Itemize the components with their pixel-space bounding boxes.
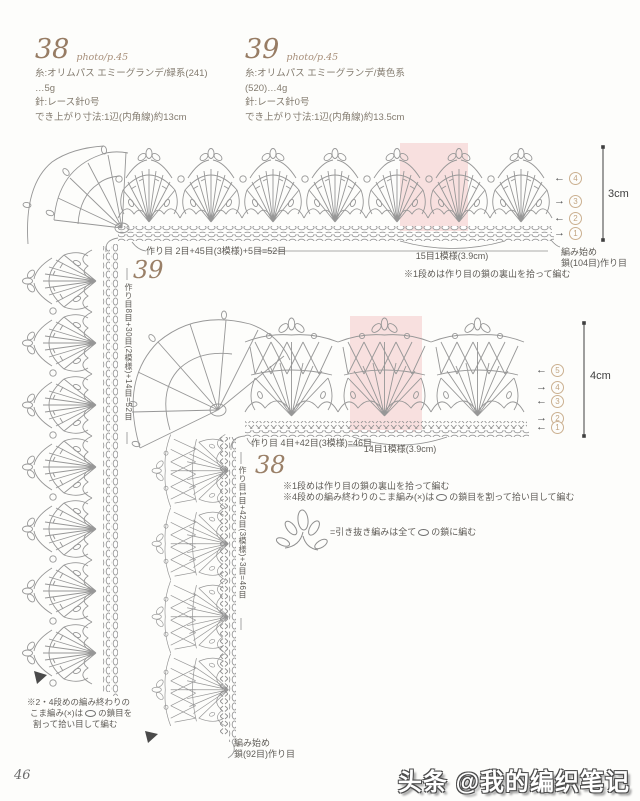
chain-stitch-icon	[85, 710, 97, 717]
row-number: 5	[551, 364, 564, 377]
chain-stitch-icon	[436, 494, 448, 501]
specs-38: 糸:オリムパス エミーグランデ/緑系(241) …5g 針:レース針0号 でき上…	[35, 67, 208, 125]
note-line: ※1段めは作り目の鎖の裏山を拾って編む	[283, 481, 450, 491]
note-text: の鎖目を	[98, 708, 133, 718]
row-indicator: → 1	[554, 227, 582, 240]
row-arrow: →	[554, 195, 565, 207]
hook-line: 針:レース針0号	[35, 97, 100, 108]
row-number: 1	[551, 421, 564, 434]
header-38: 38 photo/p.45	[35, 36, 128, 63]
leaf-motif	[275, 509, 328, 551]
row-arrow: ←	[554, 212, 565, 224]
yarn-line: 糸:オリムパス エミーグランデ/緑系(241)	[35, 68, 208, 79]
measure-bars	[582, 145, 605, 438]
end-arrowhead-38	[145, 731, 158, 743]
diagram38-left-band	[151, 434, 236, 759]
row-indicator: → 4	[536, 381, 564, 394]
note-line: ※4段めの編み終わりのこま編み(×)は の鎖目を割って拾い目して編む	[283, 492, 575, 503]
pattern-number-39: 39	[245, 34, 280, 65]
photo-ref-38: photo/p.45	[76, 52, 129, 63]
row-arrow: →	[536, 381, 547, 393]
corner-note-38: ※2・4段めの編み終わりの こま編み(×)は の鎖目を 割って拾い目して編む	[27, 697, 132, 730]
cast-on-left-38: 作り目1目+42目(3模様)+3目=46目	[238, 466, 247, 599]
row-indicator: → 3	[554, 195, 582, 208]
legend-text: =引き抜き編みは全て	[330, 527, 417, 537]
diagram-label-38: 38	[255, 451, 286, 479]
diagram39-corner-motif	[22, 145, 130, 253]
yarn-line: (520)…4g	[245, 82, 288, 94]
row-number: 3	[569, 195, 582, 208]
legend-38: =引き抜き編みは全て の鎖に編む	[330, 527, 476, 538]
specs-39: 糸:オリムパス エミーグランデ/黄色系 (520)…4g 針:レース針0号 でき…	[245, 67, 405, 125]
size-line: でき上がり寸法:1辺(内角線)約13cm	[35, 111, 187, 123]
height-label-38: 4cm	[590, 370, 611, 382]
watermark: 头条 @我的编织笔记	[397, 769, 630, 796]
start-line: 鎖(92目)作り目	[234, 749, 296, 759]
start-note-38: 編み始め 鎖(92目)作り目	[234, 738, 295, 760]
diagram39-top-band	[115, 148, 554, 241]
size-line: でき上がり寸法:1辺(内角線)約13.5cm	[245, 111, 405, 123]
note-line: ※2・4段めの編み終わりの	[27, 697, 130, 707]
cast-on-left-39: 作り目8目+30目(2模様)+14目=52目	[124, 283, 133, 421]
diagram38-corner-motif	[128, 310, 291, 451]
diagram-label-39: 39	[133, 256, 164, 284]
cast-on-top-38: 作り目 4目+42目(3模様)=46目	[251, 438, 373, 448]
start-line: 鎖(104目)作り目	[561, 258, 628, 268]
repeat-label-39: 15目1模様(3.9cm)	[415, 251, 489, 261]
row-indicator: ← 5	[536, 364, 564, 377]
row-indicator: ← 3	[536, 395, 564, 408]
pattern-number-38: 38	[35, 34, 70, 65]
row-number: 3	[551, 395, 564, 408]
height-label-39: 3cm	[608, 188, 629, 200]
page-number: 46	[14, 768, 31, 783]
row-number: 2	[569, 212, 582, 225]
photo-ref-39: photo/p.45	[286, 52, 339, 63]
leader-lines	[126, 239, 561, 630]
notes-38: ※1段めは作り目の鎖の裏山を拾って編む ※4段めの編み終わりのこま編み(×)は の…	[283, 481, 575, 503]
start-line: 編み始め	[561, 247, 598, 257]
end-arrowhead-39	[34, 671, 47, 684]
start-note-39: 編み始め 鎖(104目)作り目	[561, 247, 627, 269]
row-arrow: ←	[554, 172, 565, 184]
row-arrow: →	[536, 412, 547, 424]
legend-text: の鎖に編む	[431, 527, 477, 537]
row-arrow: →	[554, 227, 565, 239]
repeat-label-38: 14目1模様(3.9cm)	[363, 444, 437, 454]
yarn-line: 糸:オリムパス エミーグランデ/黄色系	[245, 68, 405, 79]
note-text: ※4段めの編み終わりのこま編み(×)は	[283, 492, 435, 502]
row-number: 4	[569, 172, 582, 185]
header-39: 39 photo/p.45	[245, 36, 338, 63]
diagram38-top-band	[244, 317, 529, 437]
row-indicator: ← 1	[536, 421, 564, 434]
row-indicator: ← 4	[554, 172, 582, 185]
note-line: 割って拾い目して編む	[33, 719, 118, 729]
row-arrow: ←	[536, 421, 547, 433]
yarn-line: …5g	[35, 82, 56, 94]
row-number: 1	[569, 227, 582, 240]
row1-note-39: ※1段めは作り目の鎖の裏山を拾って編む	[404, 269, 571, 279]
note-text: の鎖目を割って拾い目して編む	[449, 492, 575, 502]
row-number: 4	[551, 381, 564, 394]
row-arrow: ←	[536, 364, 547, 376]
diagram39-left-band	[22, 244, 118, 696]
note-text: こま編み(×)は	[30, 708, 84, 718]
cast-on-top-39: 作り目 2目+45目(3模様)+5目=52目	[146, 246, 287, 256]
hook-line: 針:レース針0号	[245, 97, 310, 108]
chain-stitch-icon	[418, 529, 430, 536]
row-arrow: ←	[536, 395, 547, 407]
start-line: 編み始め	[234, 738, 271, 748]
row-indicator: ← 2	[554, 212, 582, 225]
note-line: こま編み(×)は の鎖目を	[27, 708, 132, 719]
